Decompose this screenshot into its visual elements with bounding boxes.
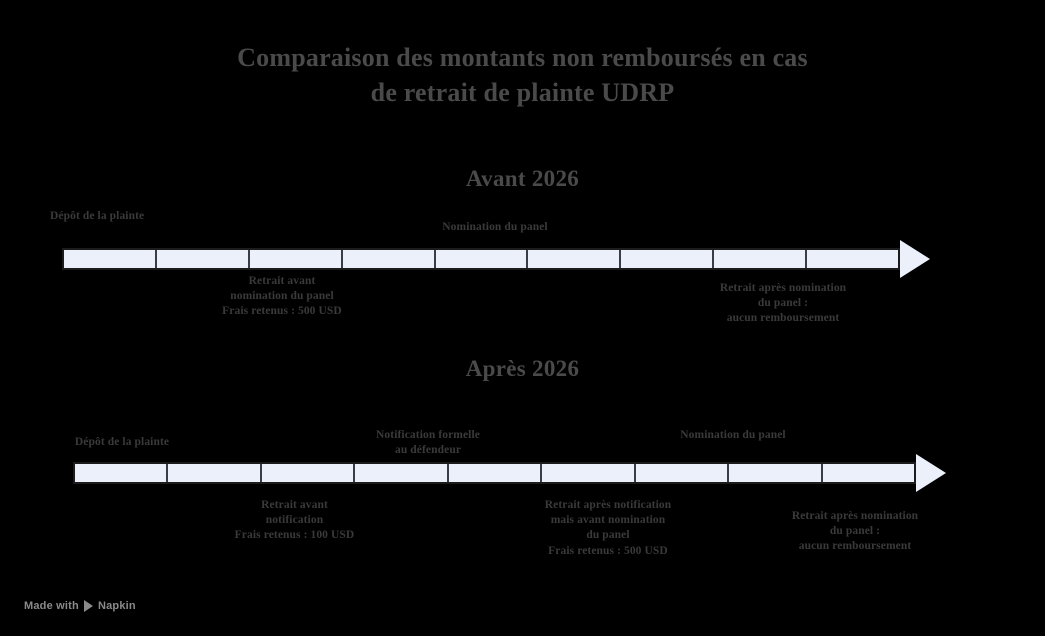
timeline2-label-retrait-apres-notification: Retrait après notification mais avant no…	[544, 499, 672, 557]
timeline1-segment	[621, 250, 715, 268]
timeline2-label-nomination-panel: Nomination du panel	[680, 429, 786, 441]
timeline2-label-notification-defendeur: Notification formelle au défendeur	[376, 429, 480, 457]
timeline-after-2026	[73, 454, 946, 492]
timeline2-segment	[729, 464, 823, 482]
timeline2-segment	[168, 464, 262, 482]
timeline2-arrow-icon	[916, 454, 946, 492]
timeline1-arrow-icon	[900, 240, 930, 278]
timeline2-segment	[449, 464, 543, 482]
timeline-before-2026	[62, 240, 930, 278]
section-heading-before: Avant 2026	[465, 166, 580, 191]
timeline1-segment	[250, 250, 343, 268]
timeline2-segment	[636, 464, 730, 482]
timeline2-segment	[355, 464, 449, 482]
timeline2-segment	[75, 464, 169, 482]
watermark-brand: Napkin	[97, 600, 136, 612]
watermark: Made with Napkin	[24, 600, 136, 612]
timeline1-label-nomination-panel: Nomination du panel	[442, 221, 548, 233]
timeline1-segment	[528, 250, 622, 268]
napkin-logo-icon	[83, 600, 93, 612]
timeline1-segment	[714, 250, 808, 268]
section-heading-after: Après 2026	[465, 356, 580, 381]
timeline1-segment	[807, 250, 898, 268]
watermark-prefix: Made with	[24, 600, 79, 612]
timeline2-segment	[262, 464, 356, 482]
timeline2-label-retrait-apres-nomination: Retrait après nomination du panel : aucu…	[791, 510, 919, 553]
timeline2-label-depot-plainte: Dépôt de la plainte	[74, 436, 170, 448]
timeline2-segment	[823, 464, 914, 482]
timeline1-label-retrait-avant-nomination: Retrait avant nomination du panel Frais …	[222, 275, 342, 318]
timeline2-bar	[73, 462, 916, 484]
timeline1-bar	[62, 248, 900, 270]
timeline1-label-depot-plainte: Dépôt de la plainte	[50, 210, 145, 222]
timeline1-segment	[157, 250, 250, 268]
page-title: Comparaison des montants non remboursés …	[237, 43, 808, 108]
timeline1-segment	[436, 250, 529, 268]
timeline2-label-retrait-avant-notification: Retrait avant notification Frais retenus…	[234, 499, 355, 542]
timeline1-segment	[64, 250, 157, 268]
timeline2-segment	[542, 464, 636, 482]
timeline1-segment	[343, 250, 436, 268]
timeline1-label-retrait-apres-nomination: Retrait après nomination du panel : aucu…	[719, 282, 847, 325]
